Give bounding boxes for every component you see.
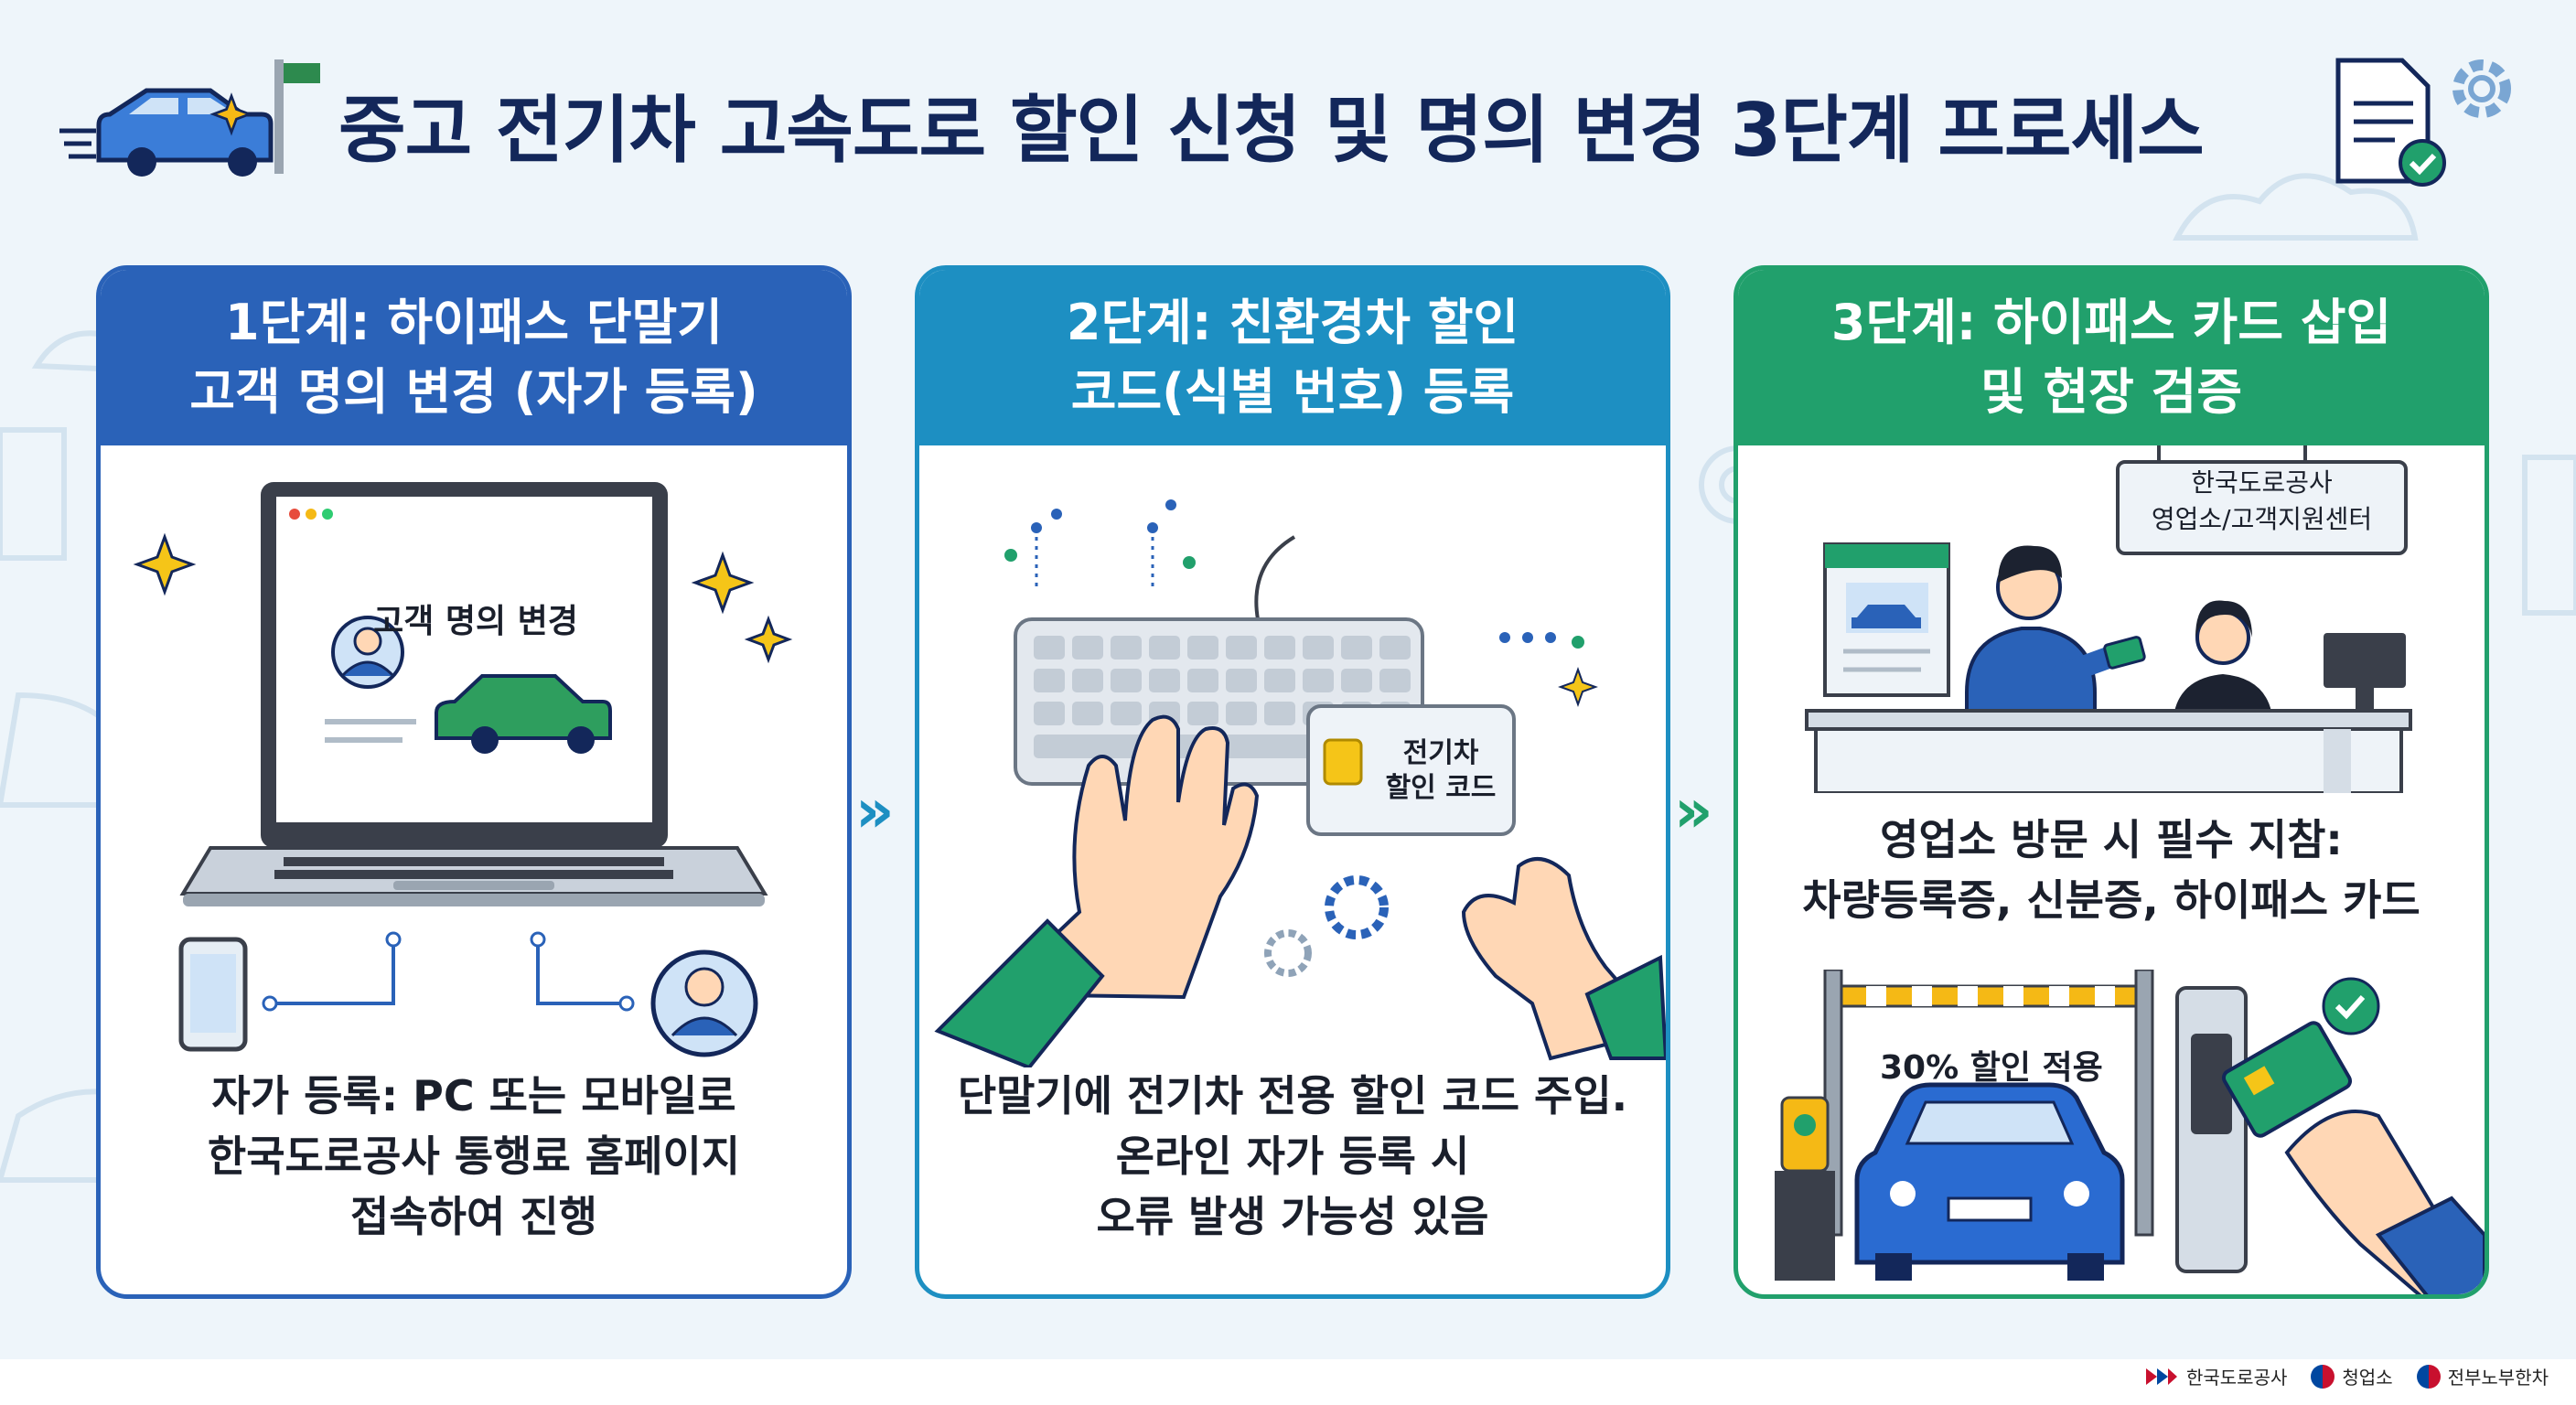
discount-code-card-label: 전기차 할인 코드 bbox=[1363, 736, 1519, 806]
step-3-title-line2: 및 현장 검증 bbox=[1980, 363, 2242, 421]
office-illustration bbox=[1805, 445, 2412, 793]
discount-label: 30% 할인 적용 bbox=[1880, 1049, 2103, 1087]
toll-gate-illustration bbox=[1775, 970, 2485, 1294]
step-1-header: 1단계: 하이패스 단말기 고객 명의 변경 (자가 등록) bbox=[101, 270, 847, 445]
step-3-note-line2: 차량등록증, 신분증, 하이패스 카드 bbox=[1802, 875, 2420, 925]
step-2-desc-line1: 단말기에 전기차 전용 할인 코드 주입. bbox=[957, 1071, 1628, 1121]
car-icon bbox=[59, 59, 320, 177]
chevron-right-icon: » bbox=[855, 776, 895, 846]
logo-2: 청업소 bbox=[2311, 1363, 2393, 1389]
keyboard-card-illustration bbox=[934, 499, 1666, 1067]
step-1-desc-line3: 접속하여 진행 bbox=[350, 1192, 597, 1241]
office-sign-line2: 영업소/고객지원센터 bbox=[2151, 504, 2373, 534]
screen-label: 고객 명의 변경 bbox=[373, 603, 578, 640]
kex-logo-icon bbox=[2145, 1367, 2177, 1385]
logo2-text: 청업소 bbox=[2342, 1367, 2393, 1389]
step-1-title-line2: 고객 명의 변경 (자가 등록) bbox=[189, 363, 758, 421]
step-3-header: 3단계: 하이패스 카드 삽입 및 현장 검증 bbox=[1738, 270, 2485, 445]
step-1-title-line1: 1단계: 하이패스 단말기 bbox=[225, 294, 723, 351]
chevron-right-icon: » bbox=[1674, 776, 1713, 846]
logo-3: 전부노부한차 bbox=[2416, 1363, 2549, 1389]
footer-logos: 한국도로공사 청업소 전부노부한차 bbox=[2144, 1363, 2549, 1389]
card-label-line2: 할인 코드 bbox=[1385, 772, 1497, 804]
step-2-desc-line3: 오류 발생 가능성 있음 bbox=[1096, 1192, 1489, 1241]
laptop-illustration bbox=[133, 482, 793, 1057]
step-2-title-line1: 2단계: 친환경차 할인 bbox=[1066, 294, 1519, 351]
step-2-title-line2: 코드(식별 번호) 등록 bbox=[1070, 363, 1515, 421]
step-3-note: 영업소 방문 시 필수 지참: 차량등록증, 신분증, 하이패스 카드 bbox=[1738, 810, 2485, 930]
step-card-1: 1단계: 하이패스 단말기 고객 명의 변경 (자가 등록) 고객 명의 변 bbox=[96, 265, 852, 1299]
page-title: 중고 전기차 고속도로 할인 신청 및 명의 변경 3단계 프로세스 bbox=[338, 88, 2205, 173]
step-2-header: 2단계: 친환경차 할인 코드(식별 번호) 등록 bbox=[919, 270, 1666, 445]
office-sign-line1: 한국도로공사 bbox=[2191, 467, 2333, 498]
step-1-description: 자가 등록: PC 또는 모바일로 한국도로공사 통행료 홈페이지 접속하여 진… bbox=[101, 1066, 847, 1247]
document-check-icon bbox=[2335, 58, 2446, 187]
office-sign: 한국도로공사 영업소/고객지원센터 bbox=[2118, 465, 2406, 538]
taegeuk-icon bbox=[2311, 1364, 2335, 1389]
logo3-text: 전부노부한차 bbox=[2447, 1367, 2549, 1389]
logo1-text: 한국도로공사 bbox=[2185, 1367, 2288, 1389]
step-3-title-line1: 3단계: 하이패스 카드 삽입 bbox=[1830, 294, 2392, 351]
step-2-desc-line2: 온라인 자가 등록 시 bbox=[1115, 1132, 1470, 1181]
step-1-desc-line1: 자가 등록: PC 또는 모바일로 bbox=[211, 1071, 736, 1121]
step-1-desc-line2: 한국도로공사 통행료 홈페이지 bbox=[207, 1132, 741, 1181]
step-card-2: 2단계: 친환경차 할인 코드(식별 번호) 등록 전기차 할인 코드 단말기에… bbox=[915, 265, 1670, 1299]
step-card-3: 3단계: 하이패스 카드 삽입 및 현장 검증 한국도로공사 영업소/고객지원센… bbox=[1733, 265, 2489, 1299]
gear-icon bbox=[2453, 59, 2511, 118]
taegeuk-icon bbox=[2416, 1364, 2441, 1389]
card-label-line1: 전기차 bbox=[1402, 737, 1479, 769]
logo-korea-expressway: 한국도로공사 bbox=[2144, 1363, 2287, 1389]
step-2-description: 단말기에 전기차 전용 할인 코드 주입. 온라인 자가 등록 시 오류 발생 … bbox=[919, 1066, 1666, 1247]
step-3-note-line1: 영업소 방문 시 필수 지참: bbox=[1880, 815, 2343, 864]
